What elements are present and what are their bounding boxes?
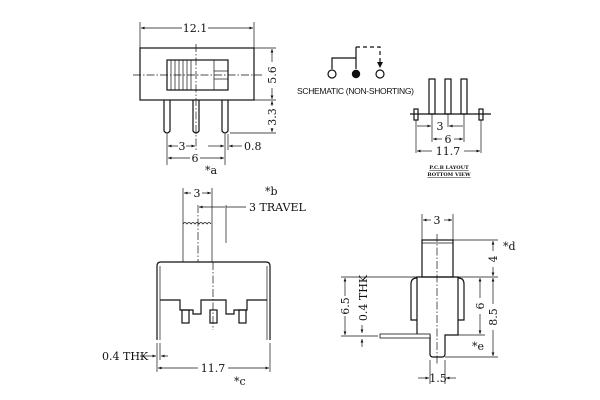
- side-dim-leaf-height: 6.5: [339, 297, 352, 315]
- schematic: SCHEMATIC (NON-SHORTING): [297, 46, 414, 96]
- dim-pitch: 3: [179, 140, 186, 153]
- pcb-title: P.C.B LAYOUT: [429, 165, 469, 171]
- dim-pin-length: 3.3: [266, 108, 279, 126]
- pcb-subtitle: BOTTOM VIEW: [427, 172, 471, 178]
- dim-span: 6: [192, 152, 199, 165]
- side-dim-actuator: 3: [434, 214, 441, 227]
- pcb-layout: 3 6 11.7 P.C.B LAYOUT BOTTOM VIEW: [410, 78, 491, 178]
- travel-label: 3 TRAVEL: [249, 201, 306, 214]
- pcb-dim-width: 11.7: [436, 145, 461, 158]
- side-dim-stem-width: 1.5: [429, 372, 447, 385]
- side-dim-thickness: 0.4 THK: [357, 274, 370, 321]
- dim-height: 5.6: [266, 66, 279, 84]
- front-view: 3 3 TRAVEL *b 0.4 THK 11.7 *c: [102, 185, 306, 388]
- dim-width: 12.1: [183, 22, 208, 35]
- front-dim-width: 11.7: [201, 362, 226, 375]
- side-dim-actuator-height: 4: [487, 256, 500, 263]
- front-dim-thickness: 0.4 THK: [102, 350, 149, 363]
- note-d: *d: [503, 240, 516, 253]
- top-view: 12.1 5.6 3.3 3 0.8: [133, 22, 279, 177]
- side-view: 3 4 *d 6 *e 8.5 6.5 0.4 THK 1.5: [339, 214, 516, 385]
- pcb-dim-span: 6: [445, 133, 452, 146]
- switch-body: [139, 47, 255, 101]
- pcb-dim-pitch: 3: [437, 120, 444, 133]
- terminal-open-icon: [327, 69, 337, 79]
- note-a: *a: [205, 164, 218, 177]
- terminal-common-icon: [351, 69, 361, 79]
- side-dim-body-height: 6: [474, 303, 487, 310]
- side-dim-total-height: 8.5: [487, 308, 500, 326]
- schematic-label: SCHEMATIC (NON-SHORTING): [297, 86, 414, 96]
- note-e: *e: [472, 340, 484, 353]
- note-c: *c: [234, 375, 246, 388]
- front-dim-actuator: 3: [194, 187, 201, 200]
- dim-pin-width: 0.8: [244, 140, 262, 153]
- terminal-open-icon: [375, 69, 385, 79]
- note-b: *b: [265, 185, 278, 198]
